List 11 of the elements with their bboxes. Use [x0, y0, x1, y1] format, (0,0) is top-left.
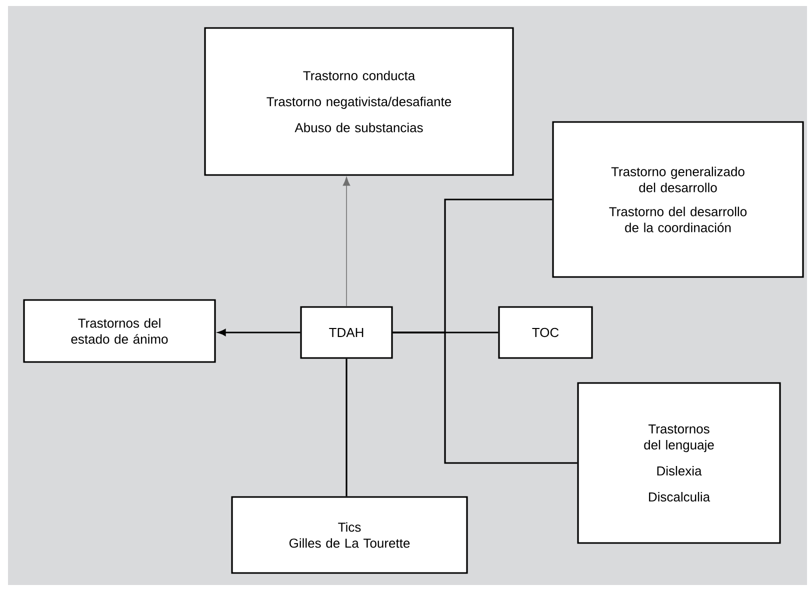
- text-box: Tics Gilles de La Tourette: [231, 496, 468, 574]
- connector: [218, 329, 300, 336]
- text-box: Trastorno generalizado del desarrollo Trastorno del desarrollo de la coordinación: [552, 121, 804, 278]
- text-box: Trastornos del estado de ánimo: [23, 299, 216, 363]
- text-box: TDAH: [300, 306, 393, 359]
- connector: [392, 332, 578, 464]
- connector: [346, 358, 348, 496]
- text-box: Trastorno conducta Trastorno negativista/desafiante Abuso de substancias: [204, 27, 514, 176]
- connector: [342, 176, 350, 307]
- text-box: Trastornos del lenguaje Dislexia Discalculia: [577, 382, 781, 544]
- text-box: TOC: [498, 306, 593, 359]
